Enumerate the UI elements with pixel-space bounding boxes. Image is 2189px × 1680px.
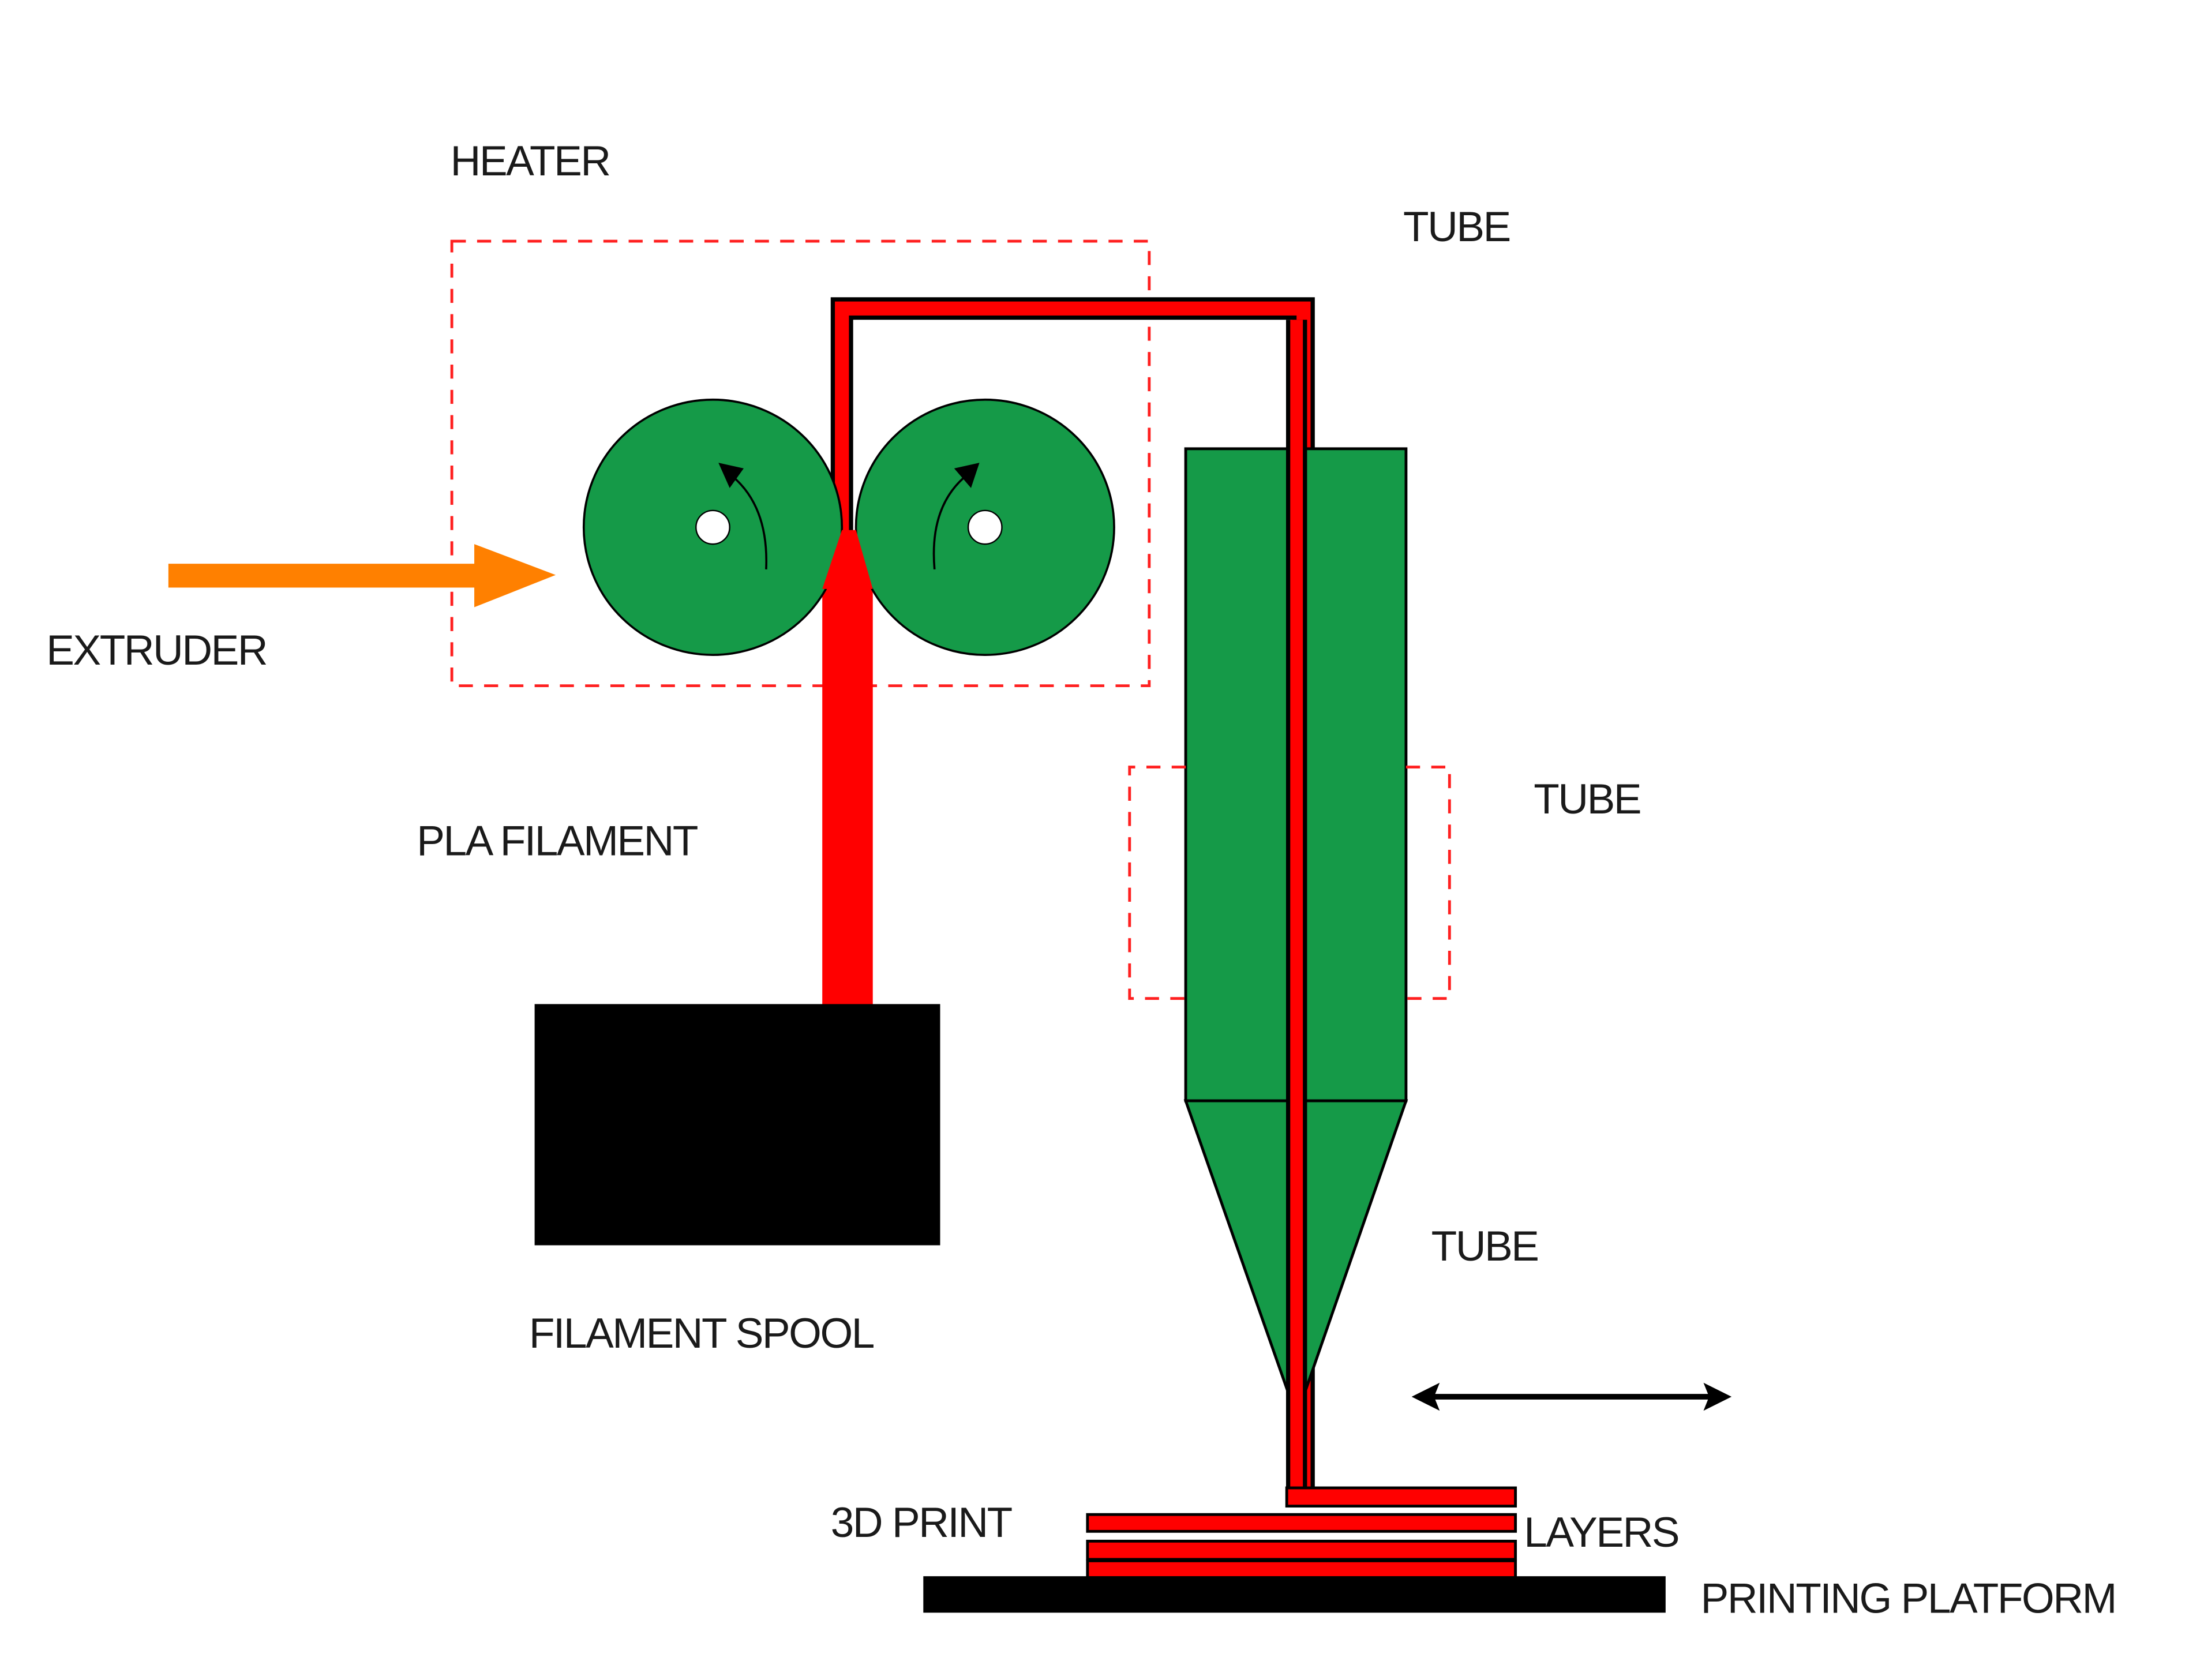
filament-spool <box>534 1004 940 1246</box>
rotation-arrow-ccw-icon <box>729 473 768 569</box>
printing-platform-label: PRINTING PLATFORM <box>1701 1575 2116 1622</box>
roller-axle <box>695 509 730 545</box>
printing-platform <box>923 1576 1666 1613</box>
pla-filament-strand <box>822 561 873 1007</box>
print-layer <box>1086 1539 1517 1561</box>
bidirectional-motion-arrow-icon <box>1411 1382 1732 1411</box>
print-layer <box>1086 1559 1517 1579</box>
3d-print-label: 3D PRINT <box>831 1499 1012 1546</box>
rotation-arrowhead <box>954 463 980 488</box>
pla-filament-label: PLA FILAMENT <box>417 818 698 865</box>
tube-middle-label: TUBE <box>1534 776 1640 823</box>
heater-label: HEATER <box>451 138 610 185</box>
print-layer-current <box>1285 1486 1517 1508</box>
tube-bottom-label: TUBE <box>1431 1223 1538 1270</box>
extruder-arrow-icon <box>168 544 556 608</box>
tube-top-label: TUBE <box>1403 204 1510 250</box>
rotation-arrowhead <box>718 463 744 488</box>
roller-axle <box>967 509 1003 545</box>
heater-zone <box>450 239 1151 688</box>
nozzle-heater-zone-left <box>1128 766 1186 1000</box>
left-drive-roller <box>582 398 844 656</box>
rotation-arrow-cw-icon <box>932 473 969 570</box>
right-drive-roller <box>854 398 1115 656</box>
filament-pinch <box>822 530 873 589</box>
print-layer <box>1086 1513 1517 1533</box>
layers-label: LAYERS <box>1524 1509 1678 1556</box>
extruder-label: EXTRUDER <box>46 627 267 674</box>
nozzle-heater-zone-right <box>1405 766 1451 1000</box>
filament-spool-label: FILAMENT SPOOL <box>529 1310 874 1357</box>
